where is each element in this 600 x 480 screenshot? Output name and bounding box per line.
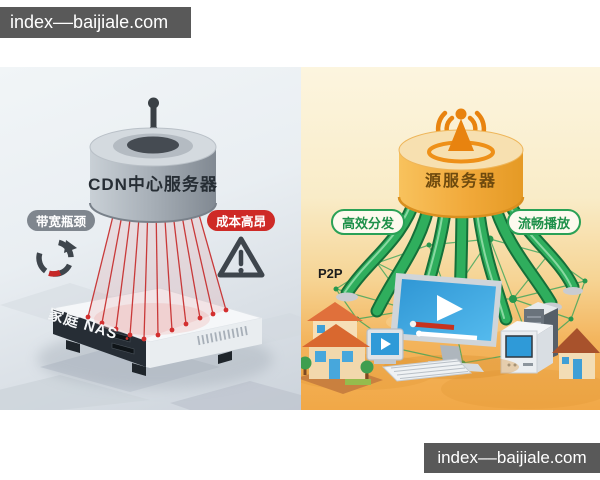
keyboard [381, 358, 473, 382]
origin-panel [301, 67, 600, 410]
house-large-left [301, 324, 383, 394]
nas-ports [107, 330, 135, 355]
nas-vents [197, 325, 248, 346]
crt-computer [500, 321, 553, 374]
bandwidth-bottleneck-badge: 带宽瓶颈 [27, 210, 95, 231]
play-icon [381, 338, 391, 350]
smooth-playback-badge: 流畅播放 [507, 209, 581, 235]
beam-impact-dots [85, 307, 229, 342]
p2p-label: P2P [318, 266, 343, 281]
refresh-icon [36, 239, 77, 277]
watermark-bottom: index––baijiale.com [424, 443, 600, 473]
warning-icon [217, 236, 265, 278]
origin-panel-art [301, 108, 600, 409]
illustration [0, 67, 600, 410]
tree [301, 356, 374, 379]
cdn-panel-art [0, 97, 301, 410]
laser-beams [85, 203, 229, 342]
cdn-panel [0, 67, 301, 410]
origin-server-label: 源服务器 [424, 173, 497, 190]
house-small-right [552, 328, 600, 379]
high-cost-badge: 成本高昂 [207, 210, 275, 231]
cdn-server-label: CDN中心服务器 [88, 175, 218, 194]
efficient-distribution-badge: 高效分发 [331, 209, 405, 235]
origin-server-cylinder [397, 108, 525, 219]
play-icon [437, 295, 463, 321]
mini-tv [366, 328, 404, 364]
home-nas-device [51, 287, 263, 376]
watermark-top: index––baijiale.com [0, 7, 191, 38]
cdn-server-cylinder [89, 97, 217, 223]
